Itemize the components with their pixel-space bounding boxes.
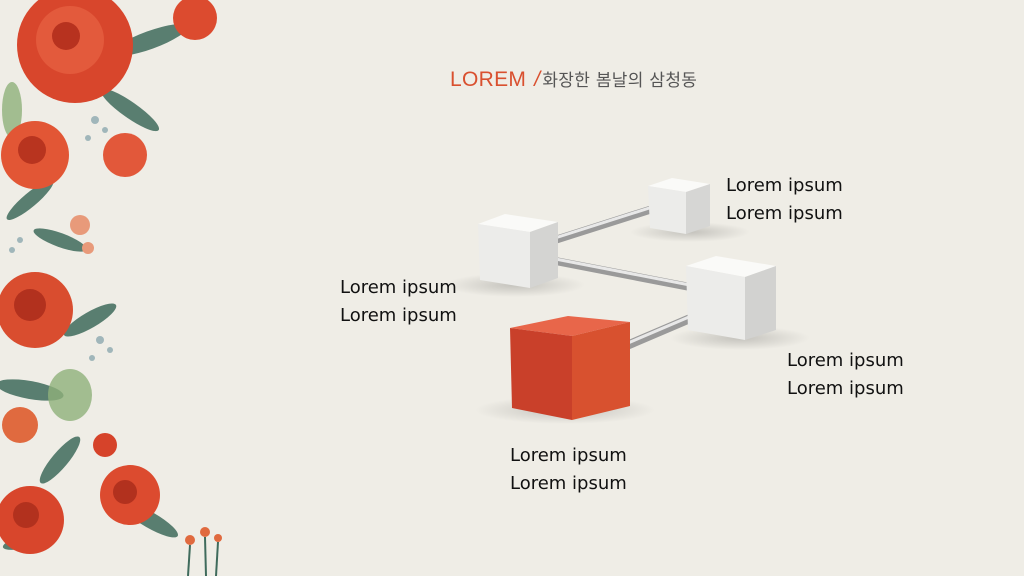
node-label-line: Lorem ipsum xyxy=(510,445,627,466)
title-slash: / xyxy=(534,68,541,91)
node-label-line: Lorem ipsum xyxy=(787,378,904,399)
slide-title: LOREM /화장한 봄날의 삼청동 xyxy=(450,66,697,96)
cube-right xyxy=(686,256,776,340)
node-label-bottom: Lorem ipsum Lorem ipsum xyxy=(510,442,627,498)
floral-border-illustration xyxy=(0,0,222,576)
node-label-line: Lorem ipsum xyxy=(787,350,904,371)
cube-left xyxy=(478,214,558,288)
node-label-line: Lorem ipsum xyxy=(726,203,843,224)
rod-left-right xyxy=(536,254,699,292)
title-accent: LOREM xyxy=(450,68,527,91)
node-label-line: Lorem ipsum xyxy=(340,305,457,326)
node-label-left: Lorem ipsum Lorem ipsum xyxy=(340,274,457,330)
node-label-line: Lorem ipsum xyxy=(510,473,627,494)
node-label-top-right: Lorem ipsum Lorem ipsum xyxy=(726,172,843,228)
node-label-right: Lorem ipsum Lorem ipsum xyxy=(787,347,904,403)
node-label-line: Lorem ipsum xyxy=(340,277,457,298)
title-subtitle: 화장한 봄날의 삼청동 xyxy=(542,71,698,91)
node-label-line: Lorem ipsum xyxy=(726,175,843,196)
cube-bottom-accent xyxy=(510,316,630,420)
rod-left-top-right xyxy=(551,201,669,244)
cube-top-right xyxy=(648,178,710,234)
